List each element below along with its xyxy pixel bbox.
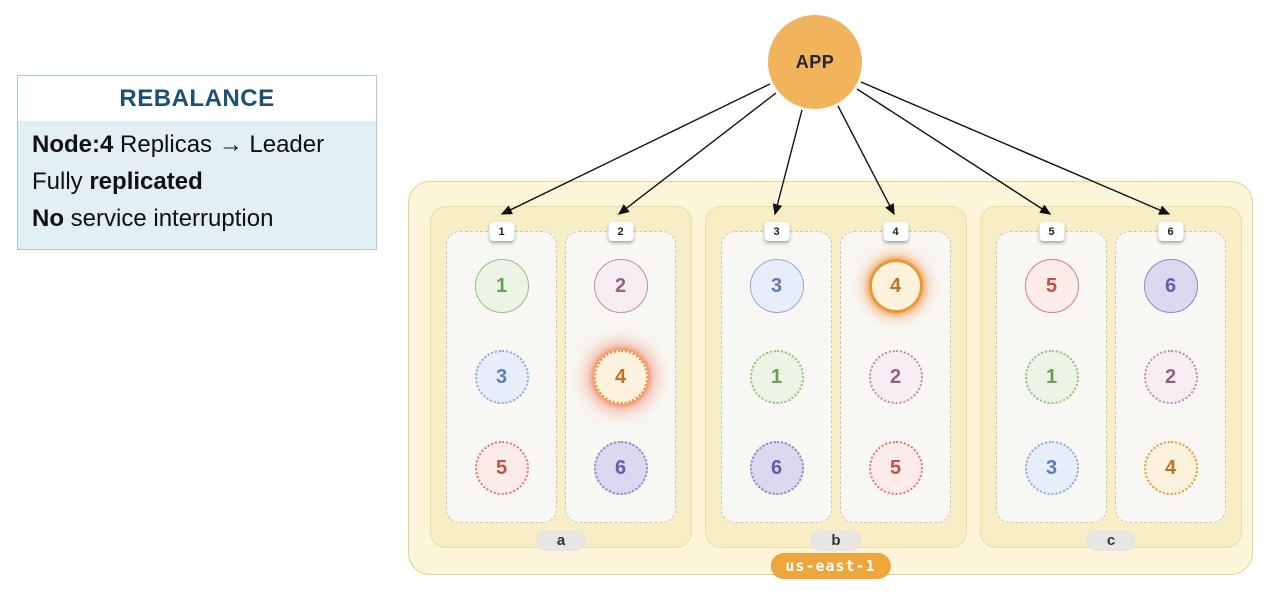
node-badge: 4	[883, 222, 908, 241]
replica-stack: 6 2 4	[1116, 232, 1225, 522]
line-segment: Fully	[32, 168, 90, 195]
line-segment: Replicas → Leader	[113, 131, 325, 158]
replica-stack: 4 2 5	[841, 232, 950, 522]
zone-a: 1 1 3 5 2 2 4 6 a	[430, 206, 692, 551]
replica-circle-4: 4	[593, 350, 648, 404]
replica-circle-4: 4	[868, 259, 923, 313]
node-1: 1 1 3 5	[446, 222, 557, 523]
replica-circle-1: 1	[749, 350, 804, 404]
node-badge: 2	[608, 222, 633, 241]
zone-label-a: a	[535, 530, 587, 551]
replica-circle-5: 5	[474, 441, 529, 495]
replica-stack: 1 3 5	[447, 232, 556, 522]
replica-circle-6: 6	[593, 441, 648, 495]
zone-b: 3 3 1 6 4 4 2 5 b	[705, 206, 967, 551]
node-badge: 6	[1158, 222, 1183, 241]
line-segment: replicated	[89, 168, 203, 195]
app-label: APP	[795, 51, 835, 72]
replica-stack: 5 1 3	[997, 232, 1106, 522]
node-badge: 3	[764, 222, 789, 241]
replica-circle-5: 5	[1024, 259, 1079, 313]
replica-circle-1: 1	[1024, 350, 1079, 404]
replica-circle-6: 6	[749, 441, 804, 495]
panel-line-2: Fully replicated	[32, 163, 362, 200]
zone-label-b: b	[810, 530, 862, 551]
replica-stack: 2 4 6	[566, 232, 675, 522]
app-circle: APP	[768, 15, 862, 109]
panel-title: REBALANCE	[18, 76, 376, 121]
line-segment: service interruption	[64, 205, 274, 232]
node-2: 2 2 4 6	[565, 222, 676, 523]
rebalance-panel: REBALANCE Node:4 Replicas → Leader Fully…	[17, 75, 377, 250]
panel-body: Node:4 Replicas → Leader Fully replicate…	[18, 121, 376, 249]
replica-circle-6: 6	[1143, 259, 1198, 313]
node-badge: 5	[1039, 222, 1064, 241]
node-badge: 1	[489, 222, 514, 241]
replica-circle-3: 3	[749, 259, 804, 313]
line-segment: No	[32, 205, 64, 232]
replica-stack: 3 1 6	[722, 232, 831, 522]
node-4: 4 4 2 5	[840, 222, 951, 523]
region-label: us-east-1	[770, 553, 891, 579]
node-5: 5 5 1 3	[996, 222, 1107, 523]
replica-circle-2: 2	[868, 350, 923, 404]
replica-circle-4: 4	[1143, 441, 1198, 495]
replica-circle-2: 2	[593, 259, 648, 313]
replica-circle-2: 2	[1143, 350, 1198, 404]
panel-line-3: No service interruption	[32, 200, 362, 237]
node-6: 6 6 2 4	[1115, 222, 1226, 523]
replica-circle-5: 5	[868, 441, 923, 495]
replica-circle-1: 1	[474, 259, 529, 313]
node-3: 3 3 1 6	[721, 222, 832, 523]
panel-line-1: Node:4 Replicas → Leader	[32, 126, 362, 163]
zone-label-c: c	[1085, 530, 1137, 551]
line-segment: Node:4	[32, 131, 114, 158]
zone-c: 5 5 1 3 6 6 2 4 c	[980, 206, 1242, 551]
replica-circle-3: 3	[1024, 441, 1079, 495]
replica-circle-3: 3	[474, 350, 529, 404]
